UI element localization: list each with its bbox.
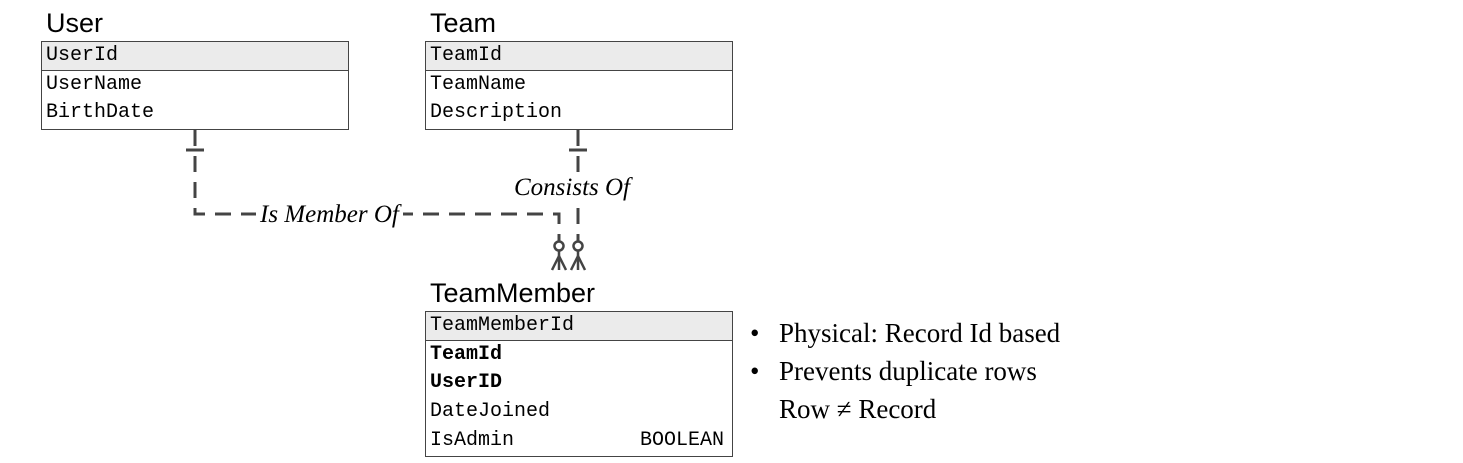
bullet: • [750, 356, 760, 386]
primary-key-field: TeamId [426, 42, 732, 71]
note-line: Physical: Record Id based [779, 318, 1061, 348]
relationship-label-is-member-of: Is Member Of [256, 202, 403, 227]
note-line: Row ≠ Record [779, 394, 937, 424]
field-userid: UserID [426, 369, 732, 398]
entity-title-teammember: TeamMember [430, 278, 596, 308]
primary-key-field: TeamMemberId [426, 312, 732, 341]
entity-user: UserId UserName BirthDate [41, 41, 349, 130]
crowfoot-user [550, 240, 568, 271]
field-datejoined: DateJoined [426, 398, 732, 427]
entity-teammember: TeamMemberId TeamId UserID DateJoined Is… [425, 311, 733, 457]
field-username: UserName [46, 72, 143, 96]
crowfoot-team [569, 240, 587, 271]
entity-title-user: User [46, 8, 104, 38]
entity-title-team: Team [430, 8, 497, 38]
field-name: UserID [430, 371, 503, 395]
note-line: Prevents duplicate rows [779, 356, 1037, 386]
field-isadmin: IsAdmin BOOLEAN [426, 427, 732, 456]
notes-list: • Physical: Record Id based • Prevents d… [750, 314, 1060, 428]
field-teamname: TeamName [430, 72, 527, 96]
note-item: • Physical: Record Id based [750, 314, 1060, 352]
entity-team: TeamId TeamName Description [425, 41, 733, 130]
field-teamid: TeamId [426, 341, 732, 370]
bullet: • [750, 318, 760, 348]
field-type: BOOLEAN [639, 428, 724, 452]
field-name: TeamId [430, 342, 503, 366]
field-description: Description [430, 101, 563, 125]
relationship-label-consists-of: Consists Of [510, 175, 635, 200]
field-name: IsAdmin [430, 428, 515, 452]
primary-key-field: UserId [42, 42, 348, 71]
field-birthdate: BirthDate [46, 101, 155, 125]
field-name: DateJoined [430, 400, 551, 424]
note-item: • Prevents duplicate rows Row ≠ Record [750, 352, 1060, 428]
